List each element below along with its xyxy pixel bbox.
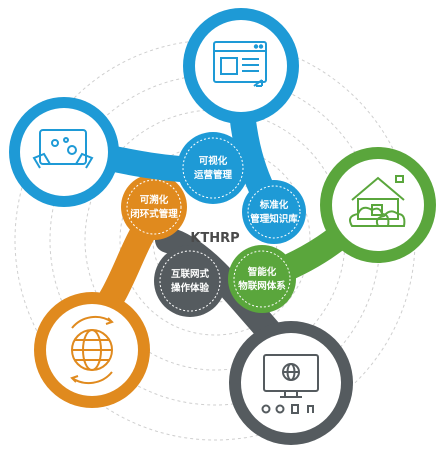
- branch-interaction: [154, 227, 353, 445]
- svg-text:运营管理: 运营管理: [194, 169, 233, 181]
- node-label-ops: 可视化 运营管理: [194, 155, 233, 181]
- node-label-interaction: 互联网式 操作体验: [171, 268, 210, 294]
- branch-loop: [34, 174, 187, 408]
- globe-icon: [70, 315, 114, 385]
- svg-text:可溯化: 可溯化: [140, 194, 169, 206]
- smart-home-icon: [349, 175, 406, 227]
- center-label: KTHRP: [190, 231, 239, 246]
- svg-text:互联网式: 互联网式: [171, 268, 210, 280]
- svg-text:闭环式管理: 闭环式管理: [130, 208, 178, 220]
- svg-text:操作体验: 操作体验: [171, 282, 210, 294]
- node-label-iot: 智能化 物联网体系: [238, 266, 286, 292]
- node-label-knowledge: 标准化 管理知识库: [250, 199, 298, 225]
- svg-text:物联网体系: 物联网体系: [238, 280, 286, 292]
- svg-text:管理知识库: 管理知识库: [250, 213, 298, 225]
- svg-text:可视化: 可视化: [199, 155, 228, 167]
- svg-text:标准化: 标准化: [259, 199, 289, 211]
- touch-tablet-icon: [32, 129, 94, 169]
- browser-window-icon: [213, 41, 267, 87]
- node-label-loop: 可溯化 闭环式管理: [130, 194, 178, 220]
- svg-text:智能化: 智能化: [248, 266, 277, 278]
- monitor-globe-icon: [261, 354, 319, 414]
